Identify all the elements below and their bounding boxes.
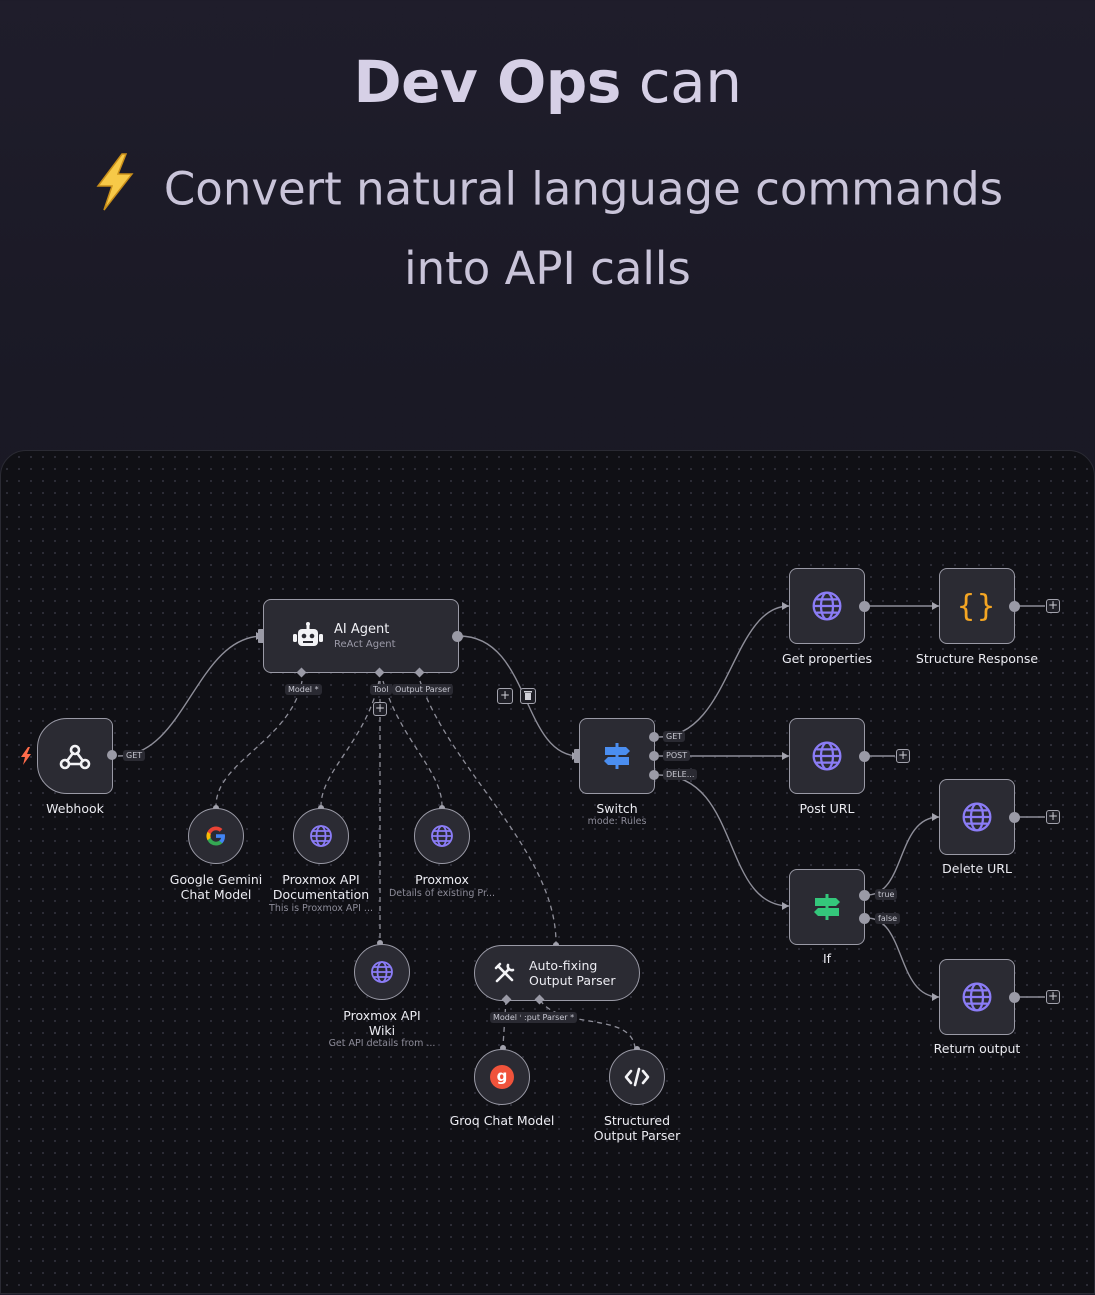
groq-label: Groq Chat Model	[449, 1113, 555, 1128]
post-add-button[interactable]: +	[896, 748, 910, 763]
groq-icon: g	[490, 1065, 514, 1089]
autofix-line-2: Output Parser	[529, 973, 616, 988]
braces-icon: {}	[956, 588, 998, 624]
robot-icon	[293, 622, 323, 646]
get-properties-label: Get properties	[781, 651, 873, 666]
lightning-bolt-icon	[92, 152, 138, 233]
lightning-trigger-icon	[19, 747, 33, 769]
switch-label: Switch	[596, 801, 638, 816]
structure-response-node[interactable]: {}	[939, 568, 1015, 644]
gemini-node[interactable]	[188, 808, 244, 864]
webhook-label: Webhook	[46, 801, 104, 816]
agent-parser-tag: Output Parser	[392, 684, 454, 695]
wire-agent-proxmox	[382, 680, 443, 807]
agent-add-tool-button[interactable]: +	[373, 701, 387, 716]
workflow-connections	[117, 602, 1045, 1052]
proxmox-wiki-node[interactable]	[354, 944, 410, 1000]
groq-node[interactable]: g	[474, 1049, 530, 1105]
structure-response-label: Structure Response	[915, 651, 1039, 666]
hero-line-2: into API calls	[404, 242, 691, 295]
proxmox-label: Proxmox	[415, 872, 469, 887]
wire-agent-autofix	[419, 680, 557, 944]
wire-agent-doc	[320, 680, 380, 807]
delete-url-node[interactable]	[939, 779, 1015, 855]
delete-url-label: Delete URL	[942, 861, 1012, 876]
globe-icon	[371, 961, 393, 983]
connection-delete-button[interactable]	[520, 688, 536, 704]
if-label: If	[822, 951, 832, 966]
if-output-false: false	[875, 913, 901, 924]
switch-sublabel: mode: Rules	[587, 816, 647, 827]
switch-output-delete: DELE...	[663, 769, 698, 780]
hero-title-bold: Dev Ops	[353, 48, 622, 116]
wire-autofix-structured	[539, 999, 636, 1049]
proxmox-doc-sublabel: This is Proxmox API ...	[269, 903, 373, 914]
hero-subtitle: Convert natural language commands into A…	[0, 152, 1095, 305]
delete-add-button[interactable]: +	[1046, 809, 1060, 824]
globe-icon	[310, 825, 332, 847]
switch-output-post: POST	[663, 750, 691, 761]
ai-agent-subtitle: ReAct Agent	[334, 639, 396, 650]
globe-icon	[962, 802, 992, 832]
proxmox-wiki-sublabel: Get API details from ...	[328, 1038, 436, 1049]
globe-icon	[812, 591, 842, 621]
wire-agent-switch	[458, 635, 580, 757]
autofix-parser-node[interactable]: Auto-fixing Output Parser	[474, 945, 640, 1001]
agent-tool-tag: Tool	[370, 684, 392, 695]
proxmox-doc-node[interactable]	[293, 808, 349, 864]
ai-agent-title: AI Agent	[334, 622, 390, 637]
webhook-icon	[59, 744, 91, 770]
globe-icon	[431, 825, 453, 847]
agent-model-tag: Model *	[285, 684, 322, 695]
return-output-label: Return output	[933, 1041, 1021, 1056]
tools-icon	[494, 962, 515, 983]
webhook-node[interactable]	[37, 718, 113, 794]
if-output-true: true	[875, 889, 898, 900]
post-url-label: Post URL	[799, 801, 855, 816]
hero-title-rest: can	[620, 48, 742, 116]
autofix-parser-tag: :put Parser *	[521, 1012, 578, 1023]
return-add-button[interactable]: +	[1046, 989, 1060, 1004]
structured-parser-node[interactable]	[609, 1049, 665, 1105]
return-output-node[interactable]	[939, 959, 1015, 1035]
webhook-port-tag: GET	[123, 750, 146, 761]
connection-add-button[interactable]: +	[497, 688, 513, 704]
wire-webhook-agent	[117, 635, 264, 757]
switch-node[interactable]	[579, 718, 655, 794]
wire-agent-gemini	[215, 680, 303, 807]
globe-icon	[962, 982, 992, 1012]
if-node[interactable]	[789, 869, 865, 945]
autofix-model-tag: Model *	[490, 1012, 527, 1023]
hero-title: Dev Ops can	[0, 48, 1095, 116]
trash-icon	[524, 691, 532, 700]
signpost-icon	[814, 894, 840, 920]
globe-icon	[812, 741, 842, 771]
proxmox-sublabel: Details of existing Pr...	[388, 888, 496, 899]
hero-line-1: Convert natural language commands	[163, 162, 1004, 216]
code-icon	[624, 1067, 650, 1087]
get-properties-node[interactable]	[789, 568, 865, 644]
wire-if-delete	[866, 816, 940, 896]
post-url-node[interactable]	[789, 718, 865, 794]
wire-switch-get	[658, 605, 790, 738]
proxmox-node[interactable]	[414, 808, 470, 864]
ai-agent-node[interactable]: AI Agent ReAct Agent	[263, 599, 459, 673]
wire-switch-if	[658, 774, 790, 907]
workflow-canvas[interactable]: GET Webhook AI Agent ReAct Agent Model *…	[0, 450, 1095, 1294]
wire-if-return	[866, 917, 940, 998]
signpost-icon	[604, 743, 630, 769]
switch-output-get: GET	[663, 731, 686, 742]
autofix-line-1: Auto-fixing	[529, 958, 598, 973]
structure-add-button[interactable]: +	[1046, 598, 1060, 613]
wire-autofix-groq	[502, 999, 507, 1047]
google-icon	[206, 826, 225, 846]
